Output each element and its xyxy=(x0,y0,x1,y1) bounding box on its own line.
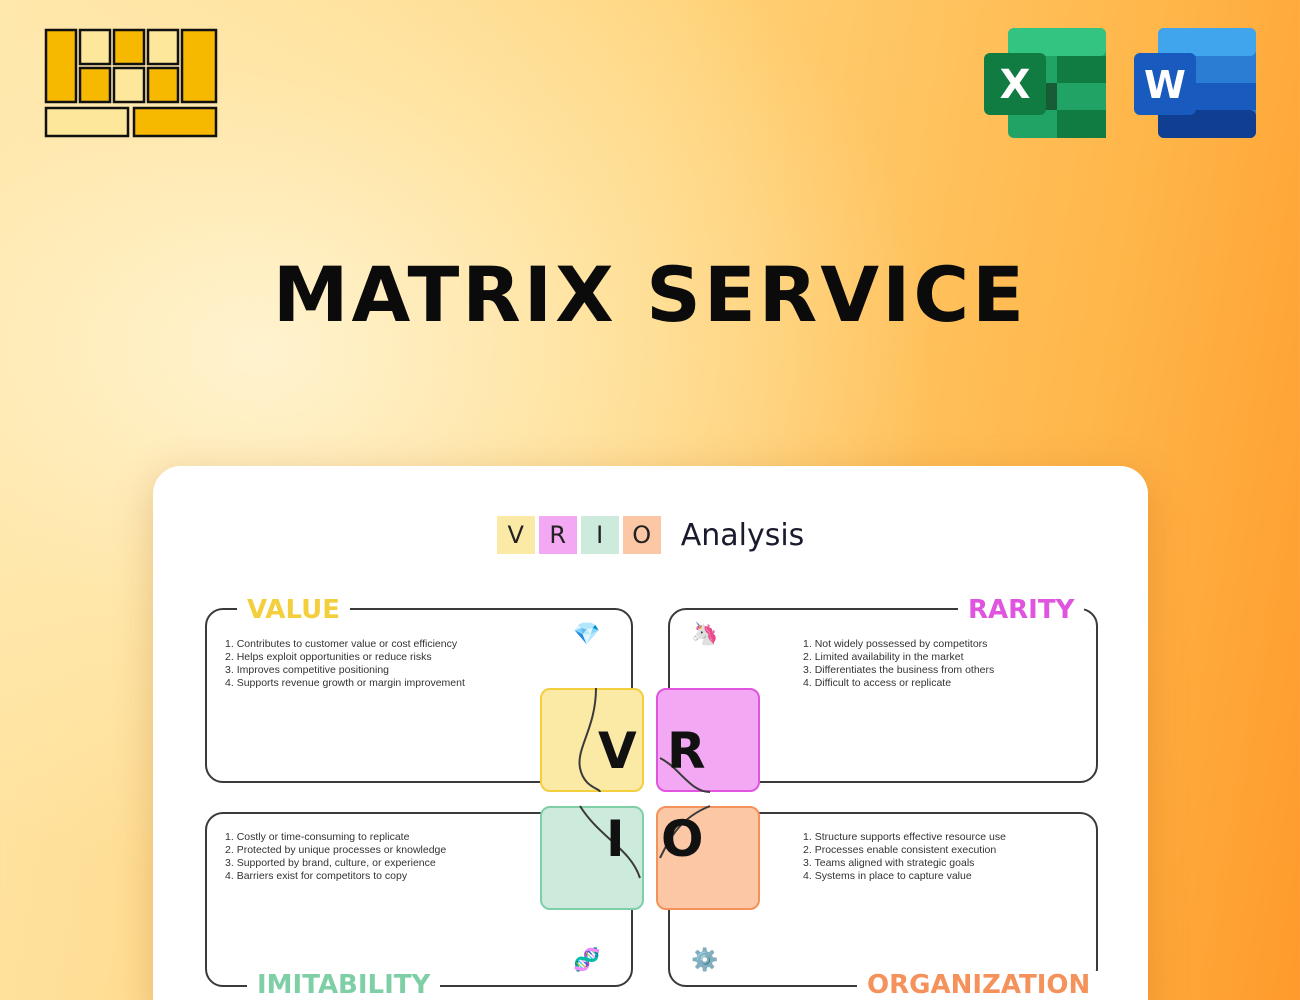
tile-v: V xyxy=(496,516,535,554)
headline: MATRIX SERVICE xyxy=(272,250,1028,339)
tile-o: O xyxy=(622,516,661,554)
word-letter: W xyxy=(1144,63,1186,107)
analysis-title: Analysis xyxy=(680,517,805,553)
puzzle-piece-i xyxy=(540,806,644,910)
list-item: Supports revenue growth or margin improv… xyxy=(225,677,465,690)
imitability-list: Costly or time-consuming to replicate Pr… xyxy=(225,831,447,883)
puzzle-piece-v xyxy=(540,688,644,792)
gem-icon: 💎 xyxy=(573,621,601,646)
list-item: Improves competitive positioning xyxy=(225,664,465,677)
list-item: Barriers exist for competitors to copy xyxy=(225,870,446,883)
center-letter-r: R xyxy=(667,722,706,780)
word-icon: W xyxy=(1134,28,1256,138)
list-item: Structure supports effective resource us… xyxy=(803,831,1006,844)
list-item: Not widely possessed by competitors xyxy=(803,638,994,651)
center-letter-i: I xyxy=(606,810,625,868)
organization-label: ORGANIZATION xyxy=(857,971,1101,999)
organization-list: Structure supports effective resource us… xyxy=(803,831,1006,883)
excel-icon: X xyxy=(984,28,1106,138)
rarity-list: Not widely possessed by competitors Limi… xyxy=(803,638,995,690)
list-item: Helps exploit opportunities or reduce ri… xyxy=(225,651,465,664)
tile-i: I xyxy=(580,516,619,554)
list-item: Differentiates the business from others xyxy=(803,664,995,677)
dna-icon: 🧬 xyxy=(573,947,601,972)
list-item: Contributes to customer value or cost ef… xyxy=(225,638,465,651)
list-item: Difficult to access or replicate xyxy=(803,677,994,690)
list-item: Limited availability in the market xyxy=(803,651,994,664)
list-item: Processes enable consistent execution xyxy=(803,844,1006,857)
excel-letter: X xyxy=(1000,62,1031,108)
vrio-card: V R I O Analysis VALUE Contributes to cu… xyxy=(153,466,1148,1000)
imitability-label: IMITABILITY xyxy=(247,971,441,999)
list-item: Supported by brand, culture, or experien… xyxy=(225,857,446,870)
gear-icon: ⚙️ xyxy=(691,947,719,972)
center-letter-o: O xyxy=(661,810,704,868)
puzzle-connectors xyxy=(578,688,711,879)
center-letter-v: V xyxy=(598,722,637,780)
list-item: Systems in place to capture value xyxy=(803,870,1006,883)
value-label: VALUE xyxy=(237,596,350,624)
value-list: Contributes to customer value or cost ef… xyxy=(225,638,465,690)
card-title: V R I O Analysis xyxy=(153,516,1148,554)
list-item: Teams aligned with strategic goals xyxy=(803,857,1006,870)
list-item: Protected by unique processes or knowled… xyxy=(225,844,447,857)
puzzle-piece-r xyxy=(656,688,760,792)
puzzle-piece-o xyxy=(656,806,760,910)
rarity-label: RARITY xyxy=(958,596,1085,624)
tile-r: R xyxy=(538,516,577,554)
brand-logo xyxy=(44,28,218,138)
list-item: Costly or time-consuming to replicate xyxy=(225,831,446,844)
unicorn-icon: 🦄 xyxy=(691,621,719,646)
